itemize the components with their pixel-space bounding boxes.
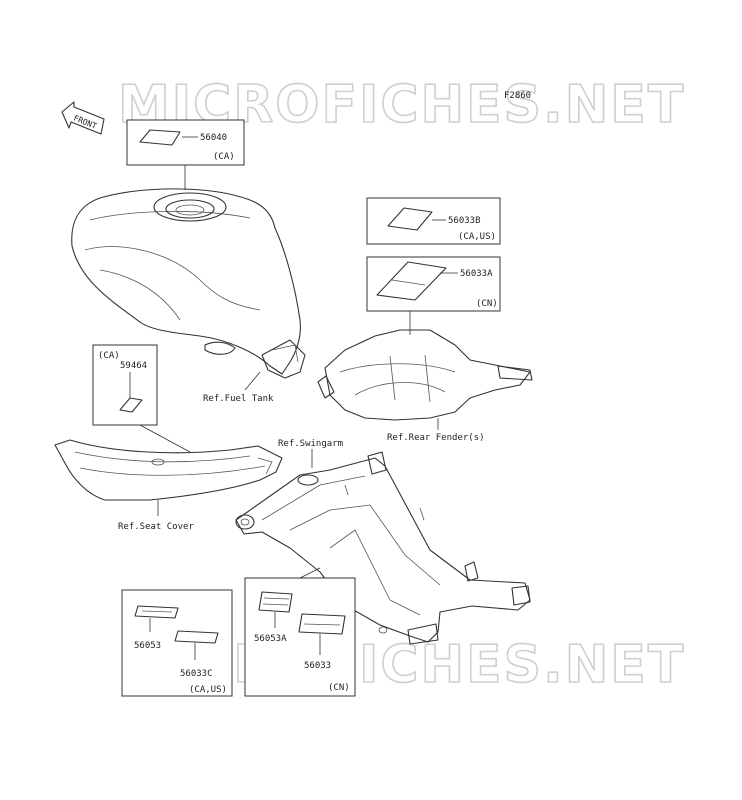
- ref-swingarm[interactable]: Ref.Swingarm: [278, 439, 343, 449]
- part-number-56053A: 56053A: [254, 634, 287, 644]
- label-box-56033A[interactable]: 56033A (CN): [366, 256, 501, 312]
- part-note-56033: (CN): [328, 683, 350, 693]
- rear-fender-drawing: Ref.Rear Fender(s): [317, 329, 533, 443]
- part-number-56033B: 56033B: [448, 216, 481, 226]
- seat-cover-drawing: Ref.Seat Cover: [54, 439, 283, 532]
- ref-fuel-tank[interactable]: Ref.Fuel Tank: [203, 394, 274, 404]
- figure-code: F2860: [504, 91, 531, 101]
- part-number-56033C: 56033C: [180, 669, 213, 679]
- ref-seat-cover[interactable]: Ref.Seat Cover: [118, 522, 194, 532]
- label-box-56033B[interactable]: 56033B (CA,US): [366, 197, 501, 245]
- ref-rear-fender[interactable]: Ref.Rear Fender(s): [387, 433, 485, 443]
- part-note-56033A: (CN): [476, 299, 498, 309]
- part-number-56053: 56053: [134, 641, 161, 651]
- front-label: FRONT: [72, 114, 98, 131]
- part-number-56033A: 56033A: [460, 269, 493, 279]
- part-note-56033B: (CA,US): [458, 232, 496, 242]
- part-number-59464: 59464: [120, 361, 147, 371]
- label-box-56053A-56033[interactable]: 56053A 56033 (CN): [244, 577, 356, 697]
- part-note-56033C: (CA,US): [189, 685, 227, 695]
- part-note-59464: (CA): [98, 351, 120, 361]
- part-note-56040: (CA): [213, 152, 235, 162]
- swingarm-drawing: Ref.Swingarm: [235, 439, 531, 645]
- label-box-56053-56033C[interactable]: 56053 56033C (CA,US): [121, 589, 233, 697]
- part-number-56033: 56033: [304, 661, 331, 671]
- label-box-59464[interactable]: 59464 (CA): [92, 344, 158, 426]
- fuel-tank-drawing: Ref.Fuel Tank: [71, 188, 306, 404]
- label-box-56040[interactable]: 56040 (CA): [126, 119, 245, 166]
- part-number-56040: 56040: [200, 133, 227, 143]
- front-arrow-icon: FRONT: [61, 101, 105, 135]
